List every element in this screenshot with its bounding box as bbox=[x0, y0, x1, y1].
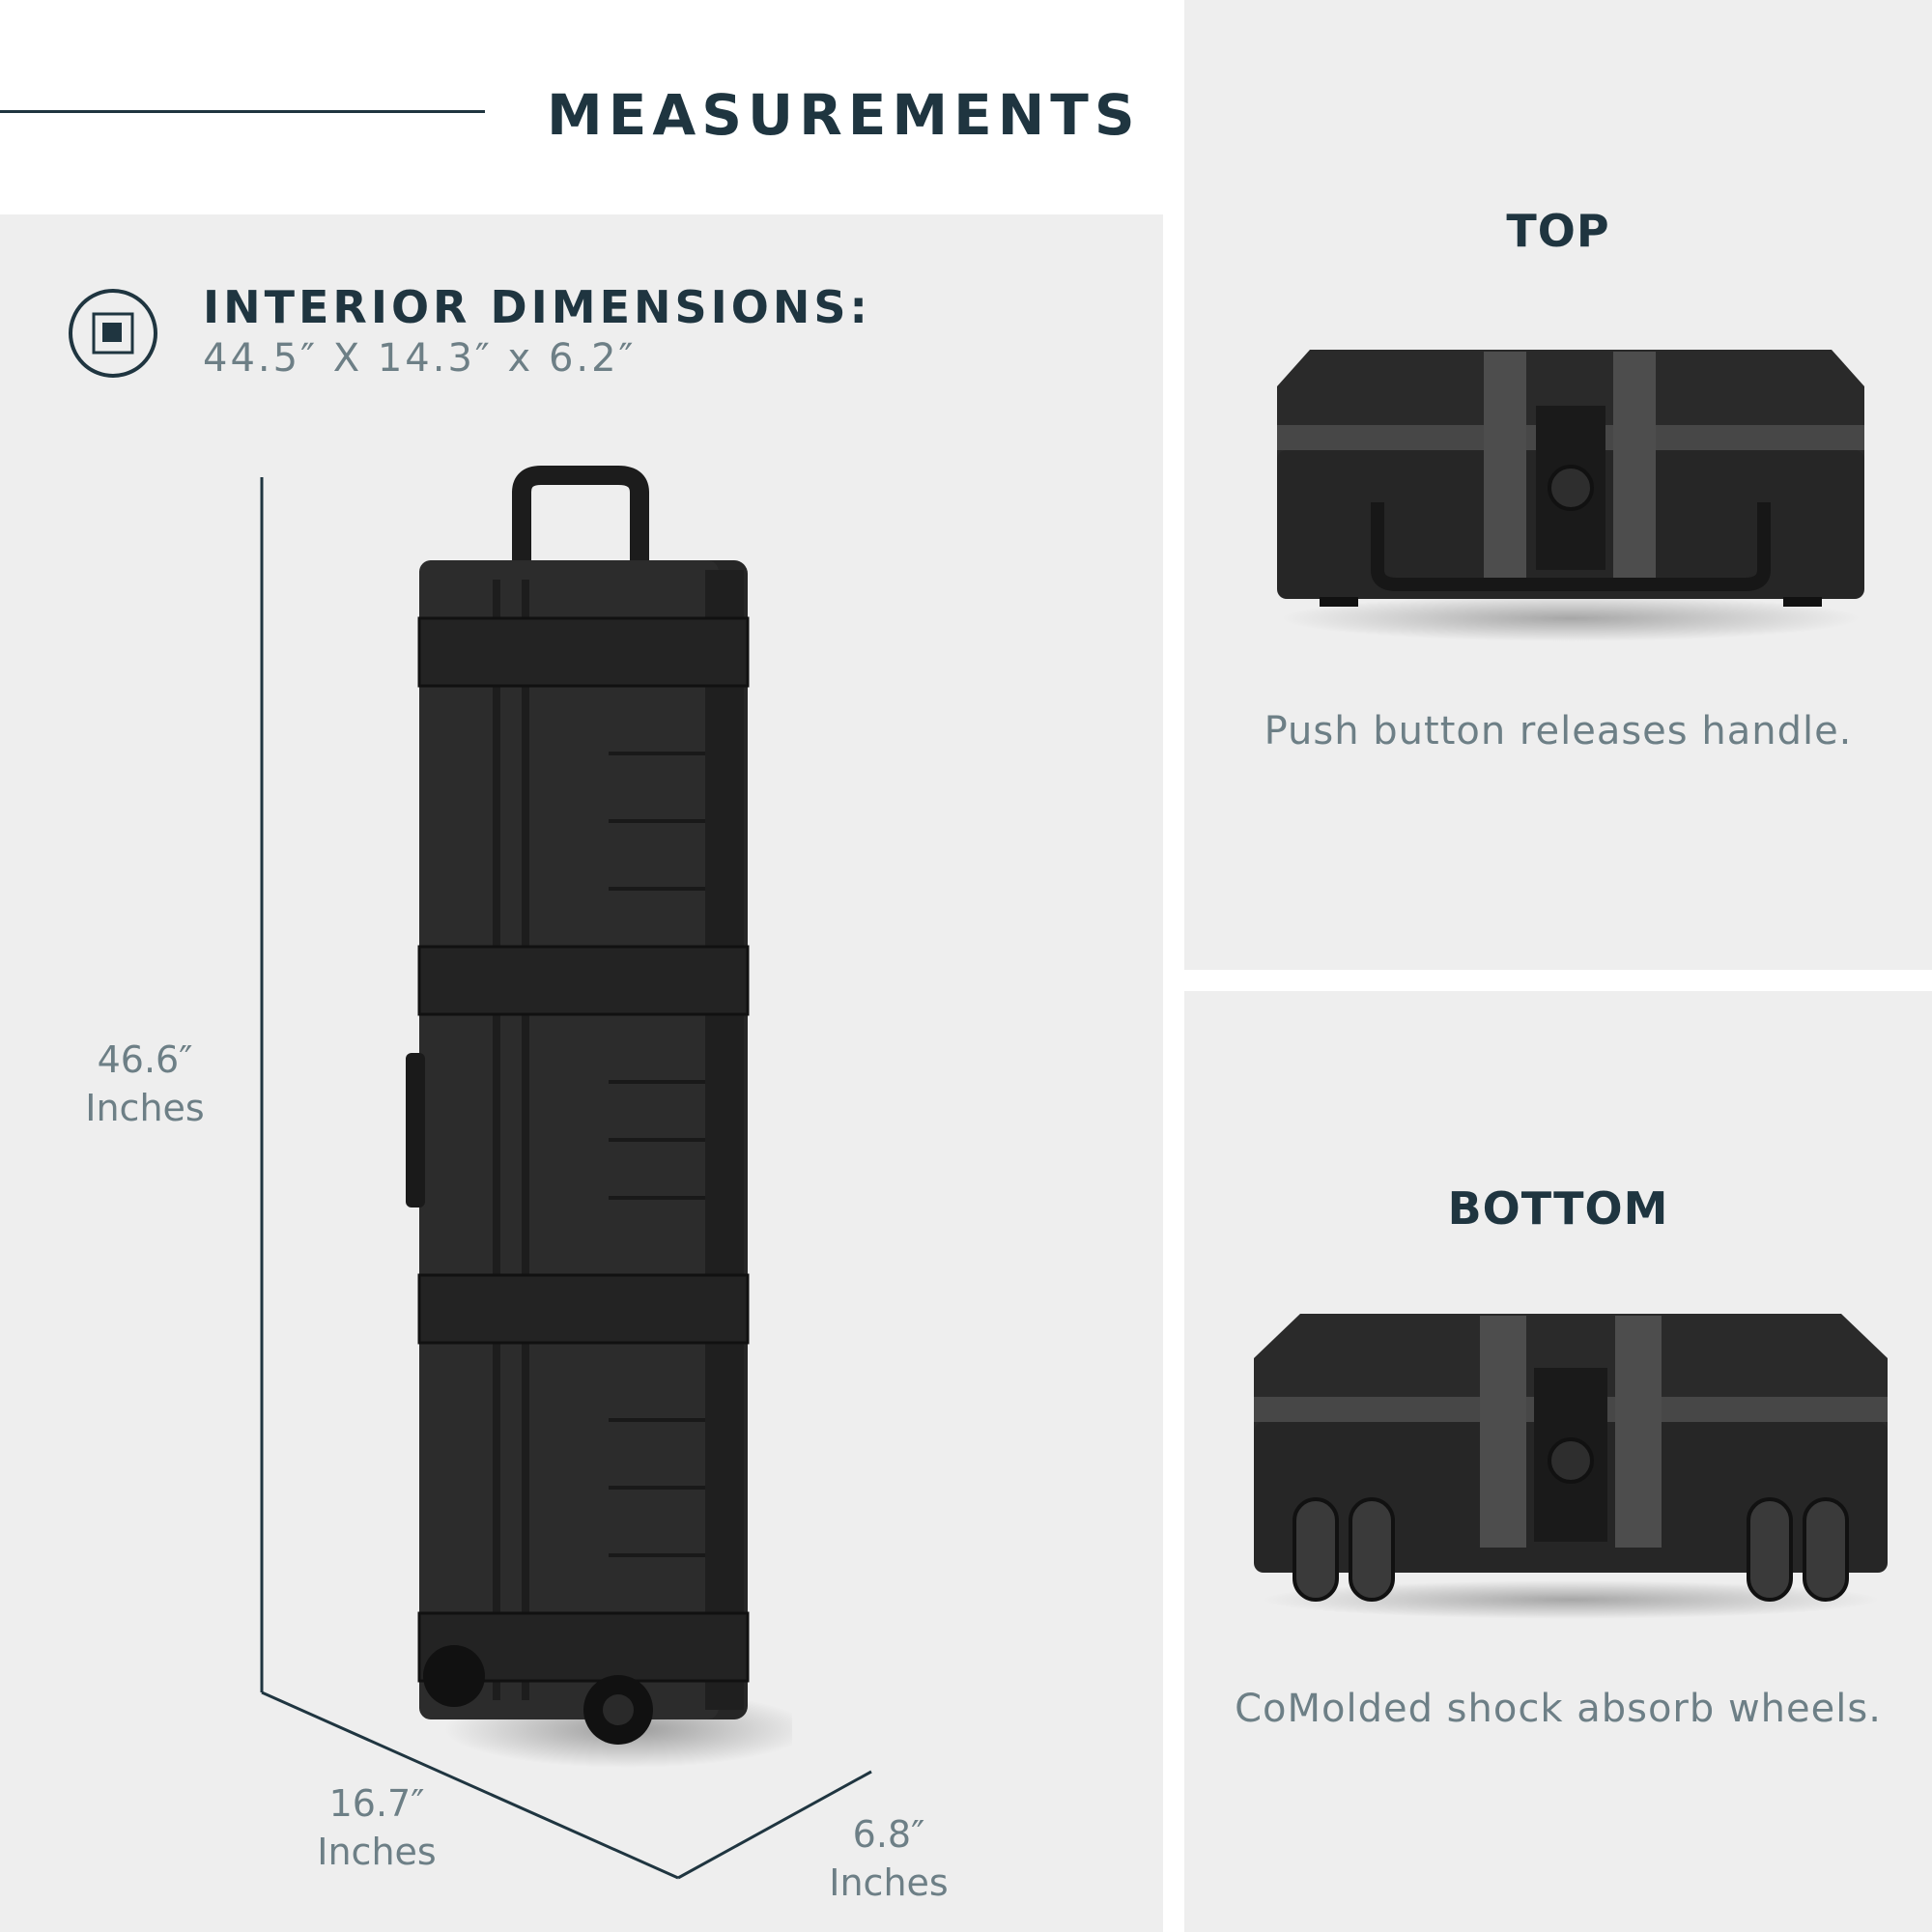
depth-value: 6.8″ bbox=[852, 1813, 925, 1856]
depth-unit: Inches bbox=[829, 1861, 949, 1904]
height-value: 46.6″ bbox=[97, 1038, 193, 1081]
tall-case-image bbox=[406, 466, 792, 1768]
dimension-lines bbox=[260, 477, 872, 1880]
dimensions-icon bbox=[69, 289, 157, 378]
page-title: MEASUREMENTS bbox=[547, 82, 1141, 148]
length-unit: Inches bbox=[317, 1831, 437, 1873]
top-view-title: TOP bbox=[1506, 205, 1610, 257]
bottom-view-caption: CoMolded shock absorb wheels. bbox=[1235, 1687, 1882, 1731]
case-bottom-view-image bbox=[1254, 1314, 1888, 1619]
interior-dimensions-value: 44.5″ X 14.3″ x 6.2″ bbox=[203, 336, 637, 381]
height-label: 46.6″ Inches bbox=[29, 1036, 261, 1132]
case-top-view-image bbox=[1277, 350, 1864, 641]
interior-dimensions-heading: INTERIOR DIMENSIONS: bbox=[203, 281, 871, 333]
length-value: 16.7″ bbox=[328, 1782, 425, 1825]
top-view-caption: Push button releases handle. bbox=[1264, 709, 1853, 753]
length-label: 16.7″ Inches bbox=[261, 1779, 493, 1876]
length-line bbox=[261, 1690, 679, 1880]
bottom-view-title: BOTTOM bbox=[1447, 1182, 1669, 1235]
depth-label: 6.8″ Inches bbox=[773, 1810, 1005, 1907]
height-unit: Inches bbox=[85, 1087, 205, 1129]
header-rule bbox=[0, 110, 485, 113]
depth-line bbox=[677, 1770, 872, 1880]
